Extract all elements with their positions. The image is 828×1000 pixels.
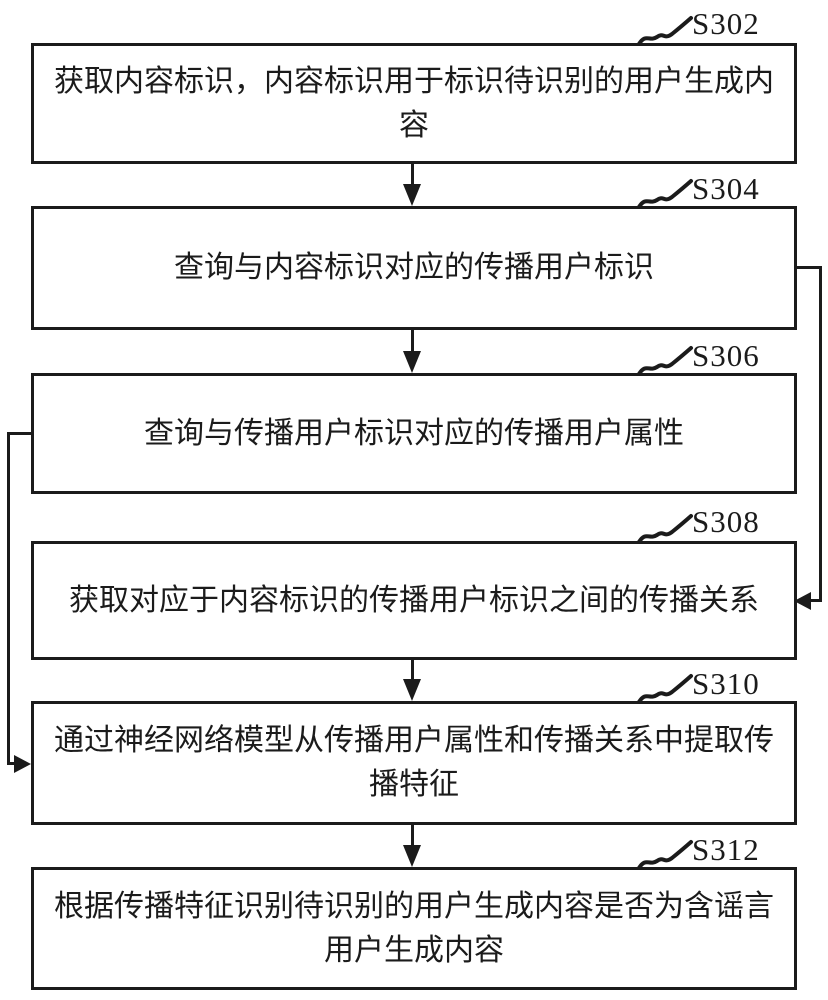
connector-s306-s310-arrowhead	[14, 755, 31, 773]
arrow-line-s304-s306	[411, 330, 414, 351]
leader-squiggle-icon	[637, 179, 693, 208]
arrow-line-s308-s310	[411, 660, 414, 679]
connector-s306-s310-exit	[7, 432, 33, 435]
step-label-s304: S304	[692, 171, 760, 206]
connector-s304-s308-arrowhead	[794, 592, 811, 610]
connector-s304-s308-vertical	[819, 266, 822, 602]
step-label-s308: S308	[692, 504, 760, 539]
leader-squiggle-icon	[637, 514, 693, 543]
arrow-head-s304-s306	[403, 351, 421, 373]
step-label-s302: S302	[692, 6, 760, 41]
step-label-s312: S312	[692, 832, 760, 867]
step-box-s306: 查询与传播用户标识对应的传播用户属性	[31, 373, 797, 494]
arrow-head-s308-s310	[403, 679, 421, 701]
arrow-line-s310-s312	[411, 825, 414, 845]
connector-s306-s310-entry	[7, 762, 17, 765]
step-box-s308: 获取对应于内容标识的传播用户标识之间的传播关系	[31, 541, 797, 660]
connector-s304-s308-entry	[806, 599, 822, 602]
arrow-line-s302-s304	[411, 164, 414, 184]
step-label-s310: S310	[692, 666, 760, 701]
arrow-head-s302-s304	[403, 184, 421, 206]
connector-s304-s308-exit	[794, 266, 822, 269]
step-label-s306: S306	[692, 338, 760, 373]
step-box-s302: 获取内容标识，内容标识用于标识待识别的用户生成内容	[31, 43, 797, 164]
leader-squiggle-icon	[637, 16, 693, 45]
leader-squiggle-icon	[637, 346, 693, 375]
step-box-s304: 查询与内容标识对应的传播用户标识	[31, 206, 797, 330]
leader-squiggle-icon	[637, 674, 693, 703]
step-box-s312: 根据传播特征识别待识别的用户生成内容是否为含谣言用户生成内容	[31, 867, 797, 990]
connector-s306-s310-vertical	[7, 432, 10, 765]
step-box-s310: 通过神经网络模型从传播用户属性和传播关系中提取传播特征	[31, 701, 797, 825]
leader-squiggle-icon	[637, 840, 693, 869]
arrow-head-s310-s312	[403, 845, 421, 867]
